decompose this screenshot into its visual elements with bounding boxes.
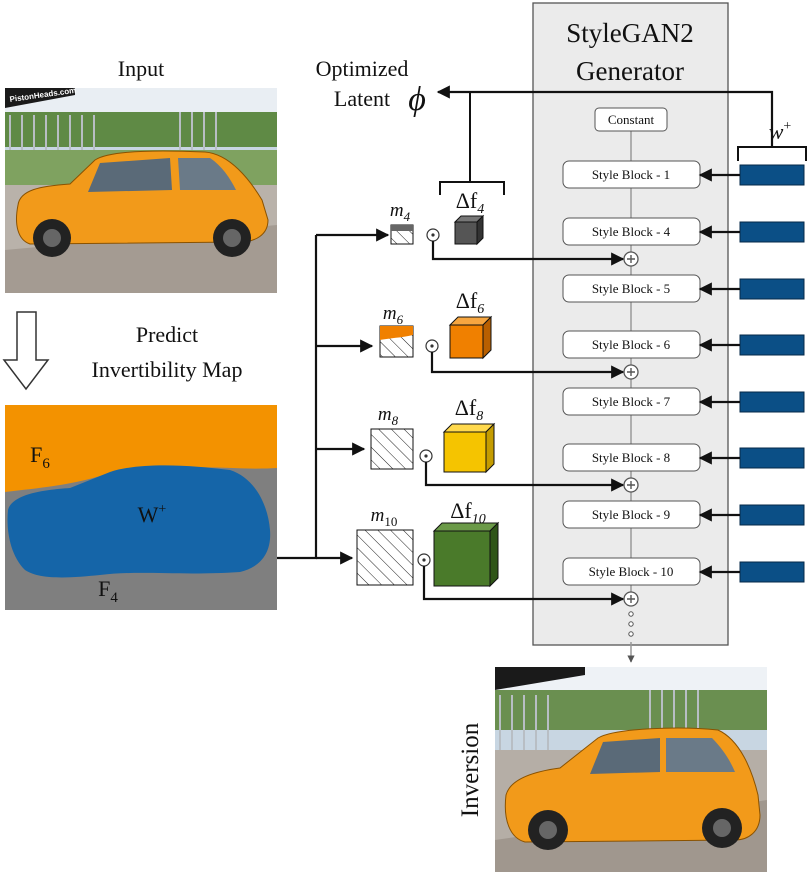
generator-title-line1: StyleGAN2 <box>566 18 694 48</box>
style-block-8: Style Block - 8 <box>562 443 701 472</box>
style-block-7: Style Block - 7 <box>562 387 701 416</box>
style-block-5: Style Block - 5 <box>562 274 701 303</box>
style-block-1: Style Block - 1 <box>562 160 701 189</box>
mask-m4-label: m4 <box>390 200 411 224</box>
m10-to-generator-arrow <box>422 566 625 606</box>
add-node-10 <box>623 591 639 607</box>
phi-symbol: ϕ <box>408 81 426 118</box>
svg-text:Style Block - 6: Style Block - 6 <box>592 337 671 352</box>
add-node-4 <box>623 251 639 267</box>
add-node-6 <box>623 364 639 380</box>
input-image: PistonHeads.com <box>5 86 277 293</box>
odot-4 <box>426 228 440 242</box>
svg-text:Style Block - 4: Style Block - 4 <box>592 224 671 239</box>
delta-f10-cube <box>432 521 500 588</box>
delta-f6-label: Δf6 <box>456 288 484 317</box>
odot-8 <box>419 449 433 463</box>
map-f4-label: F4 <box>98 576 118 606</box>
invertibility-map-label: Invertibility Map <box>92 357 243 382</box>
mask-m10-label: m10 <box>371 505 398 529</box>
m4-to-generator-arrow <box>431 241 625 266</box>
latent-bars <box>739 164 805 583</box>
delta-f4-cube <box>453 214 485 246</box>
style-block-9: Style Block - 9 <box>562 500 701 529</box>
map-f6-label: F6 <box>30 442 50 472</box>
generator-title-line2: Generator <box>576 56 684 86</box>
svg-text:Style Block - 1: Style Block - 1 <box>592 167 670 182</box>
mask-m6 <box>379 325 414 358</box>
optimized-label: Optimized <box>316 56 409 81</box>
df4-bracket <box>439 181 505 195</box>
m6-to-generator-arrow <box>430 352 625 379</box>
style-block-4: Style Block - 4 <box>562 217 701 246</box>
delta-f8-cube <box>442 422 496 474</box>
svg-text:Style Block - 7: Style Block - 7 <box>592 394 671 409</box>
wplus-bracket <box>737 146 807 161</box>
invertibility-map <box>5 405 277 610</box>
delta-f6-cube <box>448 315 493 360</box>
mask-m10 <box>356 529 414 586</box>
delta-f4-label: Δf4 <box>456 188 484 217</box>
inversion-label: Inversion <box>457 722 484 817</box>
map-wplus-label: W+ <box>138 502 167 527</box>
svg-text:Style Block - 8: Style Block - 8 <box>592 450 670 465</box>
latent-to-block-arrows <box>698 168 740 579</box>
mask-m8 <box>370 428 414 470</box>
svg-text:Style Block - 9: Style Block - 9 <box>592 507 670 522</box>
mask-m6-label: m6 <box>383 303 404 327</box>
odot-6 <box>425 339 439 353</box>
svg-text:Style Block - 10: Style Block - 10 <box>589 564 674 579</box>
wplus-to-latent-arrow <box>436 85 774 147</box>
style-block-10: Style Block - 10 <box>562 557 701 586</box>
constant-block: Constant <box>594 107 668 132</box>
map-branch-arrows <box>277 228 390 565</box>
svg-text:Constant: Constant <box>608 112 655 127</box>
delta-f10-label: Δf10 <box>450 498 485 527</box>
add-node-8 <box>623 477 639 493</box>
mask-m4 <box>390 224 414 245</box>
m8-to-generator-arrow <box>424 462 625 492</box>
svg-text:Style Block - 5: Style Block - 5 <box>592 281 670 296</box>
latent-label: Latent <box>334 86 390 111</box>
inversion-image <box>495 667 767 872</box>
predict-label: Predict <box>136 322 198 347</box>
style-block-6: Style Block - 6 <box>562 330 701 359</box>
continuation-dots <box>628 611 634 637</box>
delta-f8-label: Δf8 <box>455 395 483 424</box>
mask-m8-label: m8 <box>378 404 399 428</box>
predict-down-arrow <box>2 311 50 391</box>
odot-10 <box>417 553 431 567</box>
input-label: Input <box>118 56 164 81</box>
